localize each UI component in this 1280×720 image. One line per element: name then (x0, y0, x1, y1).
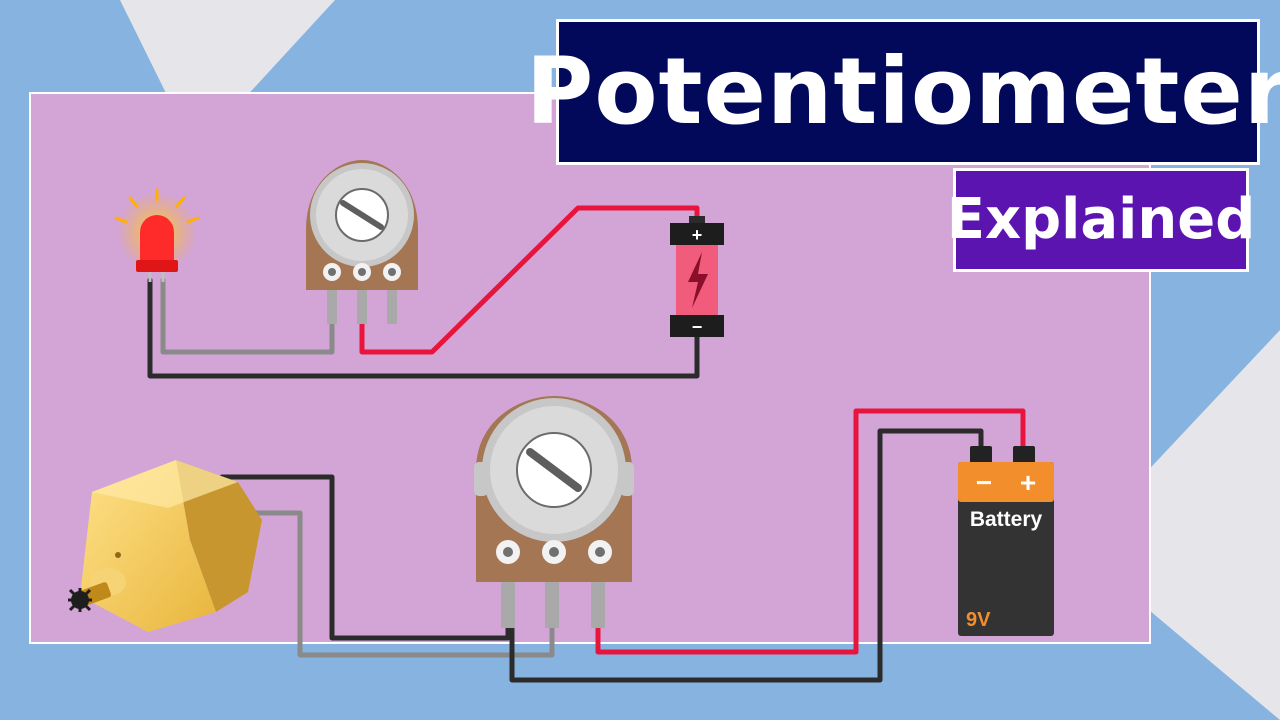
top-circuit-wires (147, 205, 700, 379)
wire-gray-motor-to-pot (237, 510, 555, 658)
potentiometer-small (306, 160, 418, 324)
wire-gray-led-to-pot (160, 277, 335, 355)
wire-black-led-to-battery (147, 277, 700, 379)
bottom-circuit-wires (219, 408, 1026, 683)
battery-small-negative: − (692, 317, 703, 337)
battery-9v-voltage: 9V (966, 609, 991, 631)
battery-9v-label: Battery (970, 508, 1043, 531)
wire-black-pot-to-battery (509, 428, 984, 683)
potentiometer-large (474, 396, 634, 628)
page-subtitle: Explained (946, 187, 1256, 252)
decor-triangle-right (1075, 330, 1280, 720)
battery-small: + − (670, 216, 724, 337)
battery-small-positive: + (692, 225, 703, 245)
lightning-icon (688, 252, 708, 308)
battery-9v: − + Battery 9V (958, 446, 1054, 636)
wire-red-pot-to-battery (595, 408, 1026, 655)
title-banner: Potentiometer (526, 19, 1280, 165)
dc-motor (68, 460, 262, 632)
motor-gear-icon (68, 582, 111, 612)
decor-triangle-top-left (120, 0, 335, 152)
led (114, 188, 200, 282)
wire-red-pot-to-battery (359, 205, 700, 355)
battery-9v-positive: + (1020, 467, 1036, 498)
battery-9v-negative: − (976, 467, 992, 498)
wire-black-motor-to-pot (219, 474, 511, 641)
page-title: Potentiometer (525, 38, 1280, 145)
subtitle-banner: Explained (947, 168, 1255, 272)
